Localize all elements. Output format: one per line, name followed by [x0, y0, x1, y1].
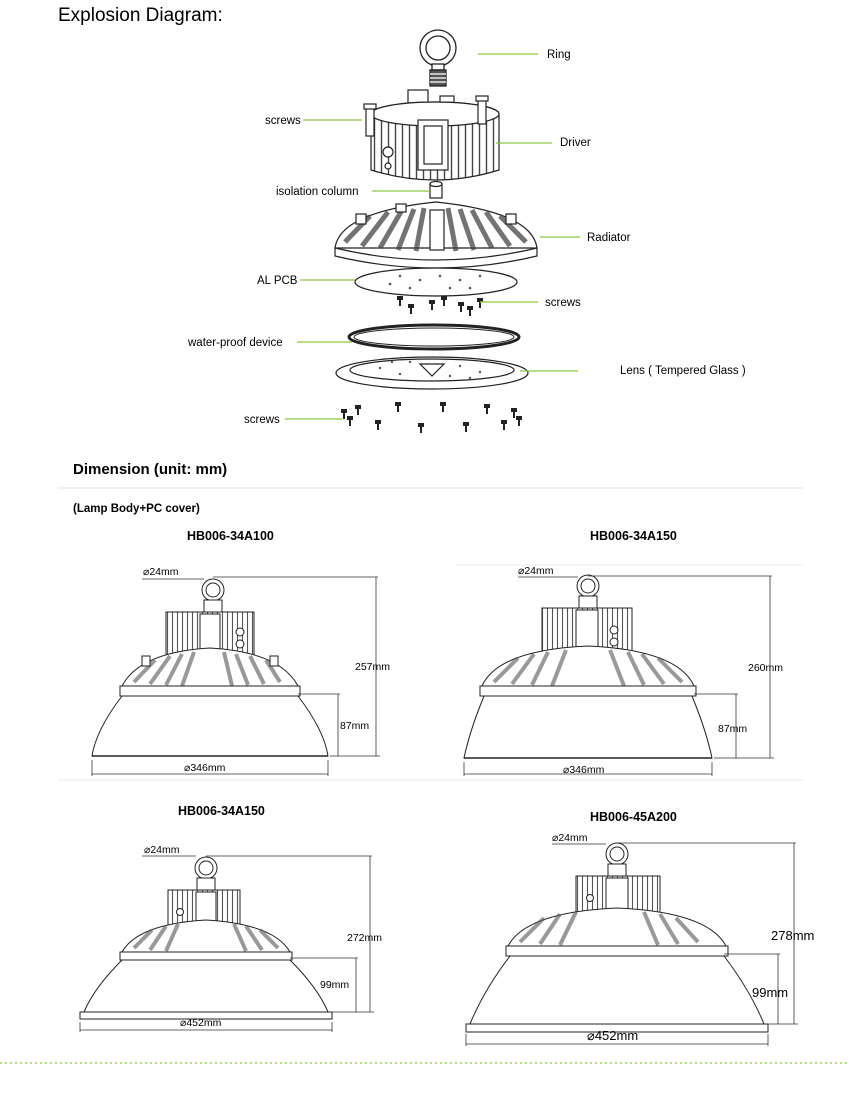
model-3-ring: ⌀24mm	[144, 844, 180, 856]
model-4-drawing	[465, 842, 769, 1033]
mid-screws	[397, 296, 483, 316]
label-screws-bottom: screws	[244, 414, 280, 426]
label-isolation-column: isolation column	[276, 186, 358, 198]
label-al-pcb: AL PCB	[257, 275, 298, 287]
model-1-dimension-lines	[91, 576, 380, 776]
model-2-drawing	[463, 574, 713, 759]
isolation-column-part	[429, 180, 443, 199]
model-4-name: HB006-45A200	[590, 810, 677, 824]
model-4-height: 278mm	[771, 928, 814, 943]
label-screws-top: screws	[265, 115, 301, 127]
model-1-labels: HB006-34A100 ⌀24mm 257mm 87mm ⌀346mm	[143, 529, 390, 774]
driver-part	[363, 89, 500, 181]
model-2-diameter: ⌀346mm	[563, 764, 605, 776]
model-4-diameter: ⌀452mm	[587, 1028, 638, 1043]
explosion-labels: Ring screws Driver isolation column Radi…	[187, 49, 746, 426]
model-1-ring: ⌀24mm	[143, 566, 179, 578]
label-radiator: Radiator	[587, 232, 631, 244]
model-2-labels: HB006-34A150 ⌀24mm 260mm 87mm ⌀346mm	[518, 529, 783, 776]
model-4-cover: 99mm	[752, 985, 788, 1000]
label-screws-mid: screws	[545, 297, 581, 309]
model-2-name: HB006-34A150	[590, 529, 677, 543]
bottom-screws	[341, 402, 522, 433]
model-3-height: 272mm	[347, 932, 382, 944]
model-3-name: HB006-34A150	[178, 804, 265, 818]
model-1-height: 257mm	[355, 661, 390, 673]
label-driver: Driver	[560, 137, 591, 149]
label-lens: Lens ( Tempered Glass )	[620, 365, 746, 377]
model-1-cover: 87mm	[340, 720, 369, 732]
model-4-dimension-lines	[465, 842, 798, 1046]
model-3-drawing	[79, 856, 333, 1020]
waterproof-ring-part	[347, 323, 521, 351]
dimension-title: Dimension (unit: mm)	[73, 461, 227, 478]
lens-part	[335, 356, 529, 390]
model-3-cover: 99mm	[320, 979, 349, 991]
radiator-part	[334, 201, 538, 269]
model-1-drawing	[91, 578, 329, 757]
model-1-name: HB006-34A100	[187, 529, 274, 543]
model-1-diameter: ⌀346mm	[184, 762, 226, 774]
model-4-labels: HB006-45A200 ⌀24mm 278mm 99mm ⌀452mm	[552, 810, 814, 1043]
model-2-cover: 87mm	[718, 723, 747, 735]
model-4-ring: ⌀24mm	[552, 832, 588, 844]
model-3-labels: HB006-34A150 ⌀24mm 272mm 99mm ⌀452mm	[144, 804, 382, 1029]
ring-part	[419, 29, 457, 87]
model-2-height: 260mm	[748, 662, 783, 674]
label-waterproof: water-proof device	[187, 337, 283, 349]
model-3-diameter: ⌀452mm	[180, 1017, 222, 1029]
model-2-dimension-lines	[463, 575, 774, 776]
explosion-title: Explosion Diagram:	[58, 5, 223, 26]
model-2-ring: ⌀24mm	[518, 565, 554, 577]
leader-lines	[285, 53, 580, 420]
dimension-subtitle: (Lamp Body+PC cover)	[73, 503, 200, 515]
al-pcb-part	[354, 267, 518, 297]
model-3-dimension-lines	[79, 855, 374, 1032]
label-ring: Ring	[547, 49, 571, 61]
